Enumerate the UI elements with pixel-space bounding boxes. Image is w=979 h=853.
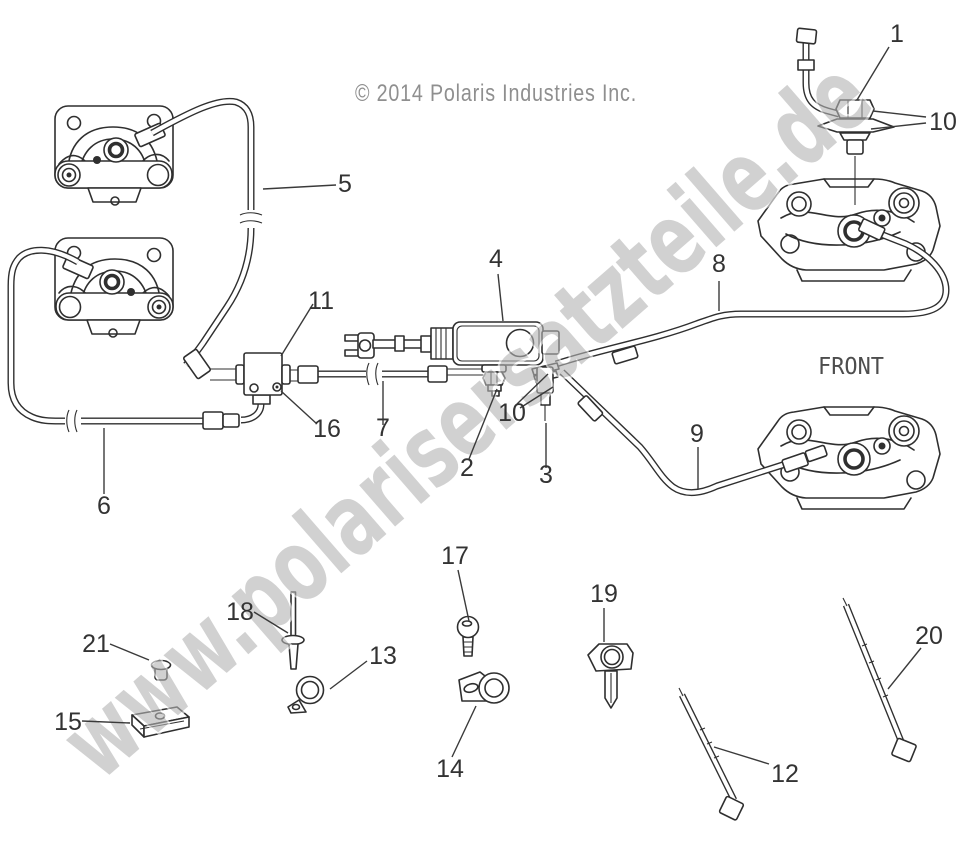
part-12-cable-tie bbox=[678, 687, 745, 821]
callout-21: 21 bbox=[82, 630, 110, 658]
banjo-bolt-assembly bbox=[795, 27, 895, 205]
part-18-pin bbox=[281, 591, 305, 670]
callout-3: 3 bbox=[539, 461, 553, 489]
copyright-text: © 2014 Polaris Industries Inc. bbox=[355, 80, 637, 107]
callout-8: 8 bbox=[712, 250, 726, 278]
master-cylinder bbox=[344, 218, 886, 473]
callout-2: 2 bbox=[460, 454, 474, 482]
callout-15: 15 bbox=[54, 708, 82, 736]
part-19-push-fastener bbox=[587, 643, 634, 709]
callout-9: 9 bbox=[690, 420, 704, 448]
part-14-clamp bbox=[458, 671, 510, 704]
callout-18: 18 bbox=[226, 598, 254, 626]
hose-break-marks bbox=[65, 211, 382, 433]
rear-caliper-lower bbox=[53, 236, 175, 339]
artwork bbox=[7, 27, 950, 821]
part-17-screw bbox=[456, 615, 480, 657]
part-13-clamp bbox=[287, 675, 325, 714]
callout-19: 19 bbox=[590, 580, 618, 608]
callout-5: 5 bbox=[338, 170, 352, 198]
callout-11: 11 bbox=[308, 287, 334, 315]
callouts: 1 10 5 4 11 8 16 7 2 10 3 9 6 17 19 18 2… bbox=[54, 20, 957, 788]
callout-12: 12 bbox=[771, 760, 799, 788]
junction-tee-fitting bbox=[182, 348, 484, 430]
callout-17: 17 bbox=[441, 542, 469, 570]
callout-7: 7 bbox=[376, 414, 390, 442]
callout-16: 16 bbox=[313, 415, 341, 443]
part-15-clamp-block bbox=[131, 706, 190, 738]
front-caliper-lower bbox=[756, 405, 942, 511]
callout-20: 20 bbox=[915, 622, 943, 650]
callout-4: 4 bbox=[489, 245, 503, 273]
callout-13: 13 bbox=[369, 642, 397, 670]
part-20-cable-tie bbox=[842, 597, 917, 763]
rear-caliper-upper bbox=[53, 104, 175, 207]
leader-lines bbox=[81, 46, 927, 765]
callout-1: 1 bbox=[890, 20, 904, 48]
callout-10-mid: 10 bbox=[498, 399, 526, 427]
part-21-rivet bbox=[150, 659, 172, 681]
callout-10-upper: 10 bbox=[929, 108, 957, 136]
callout-14: 14 bbox=[436, 755, 464, 783]
front-label: FRONT bbox=[818, 354, 884, 380]
callout-6: 6 bbox=[97, 492, 111, 520]
brake-lines bbox=[7, 37, 950, 496]
